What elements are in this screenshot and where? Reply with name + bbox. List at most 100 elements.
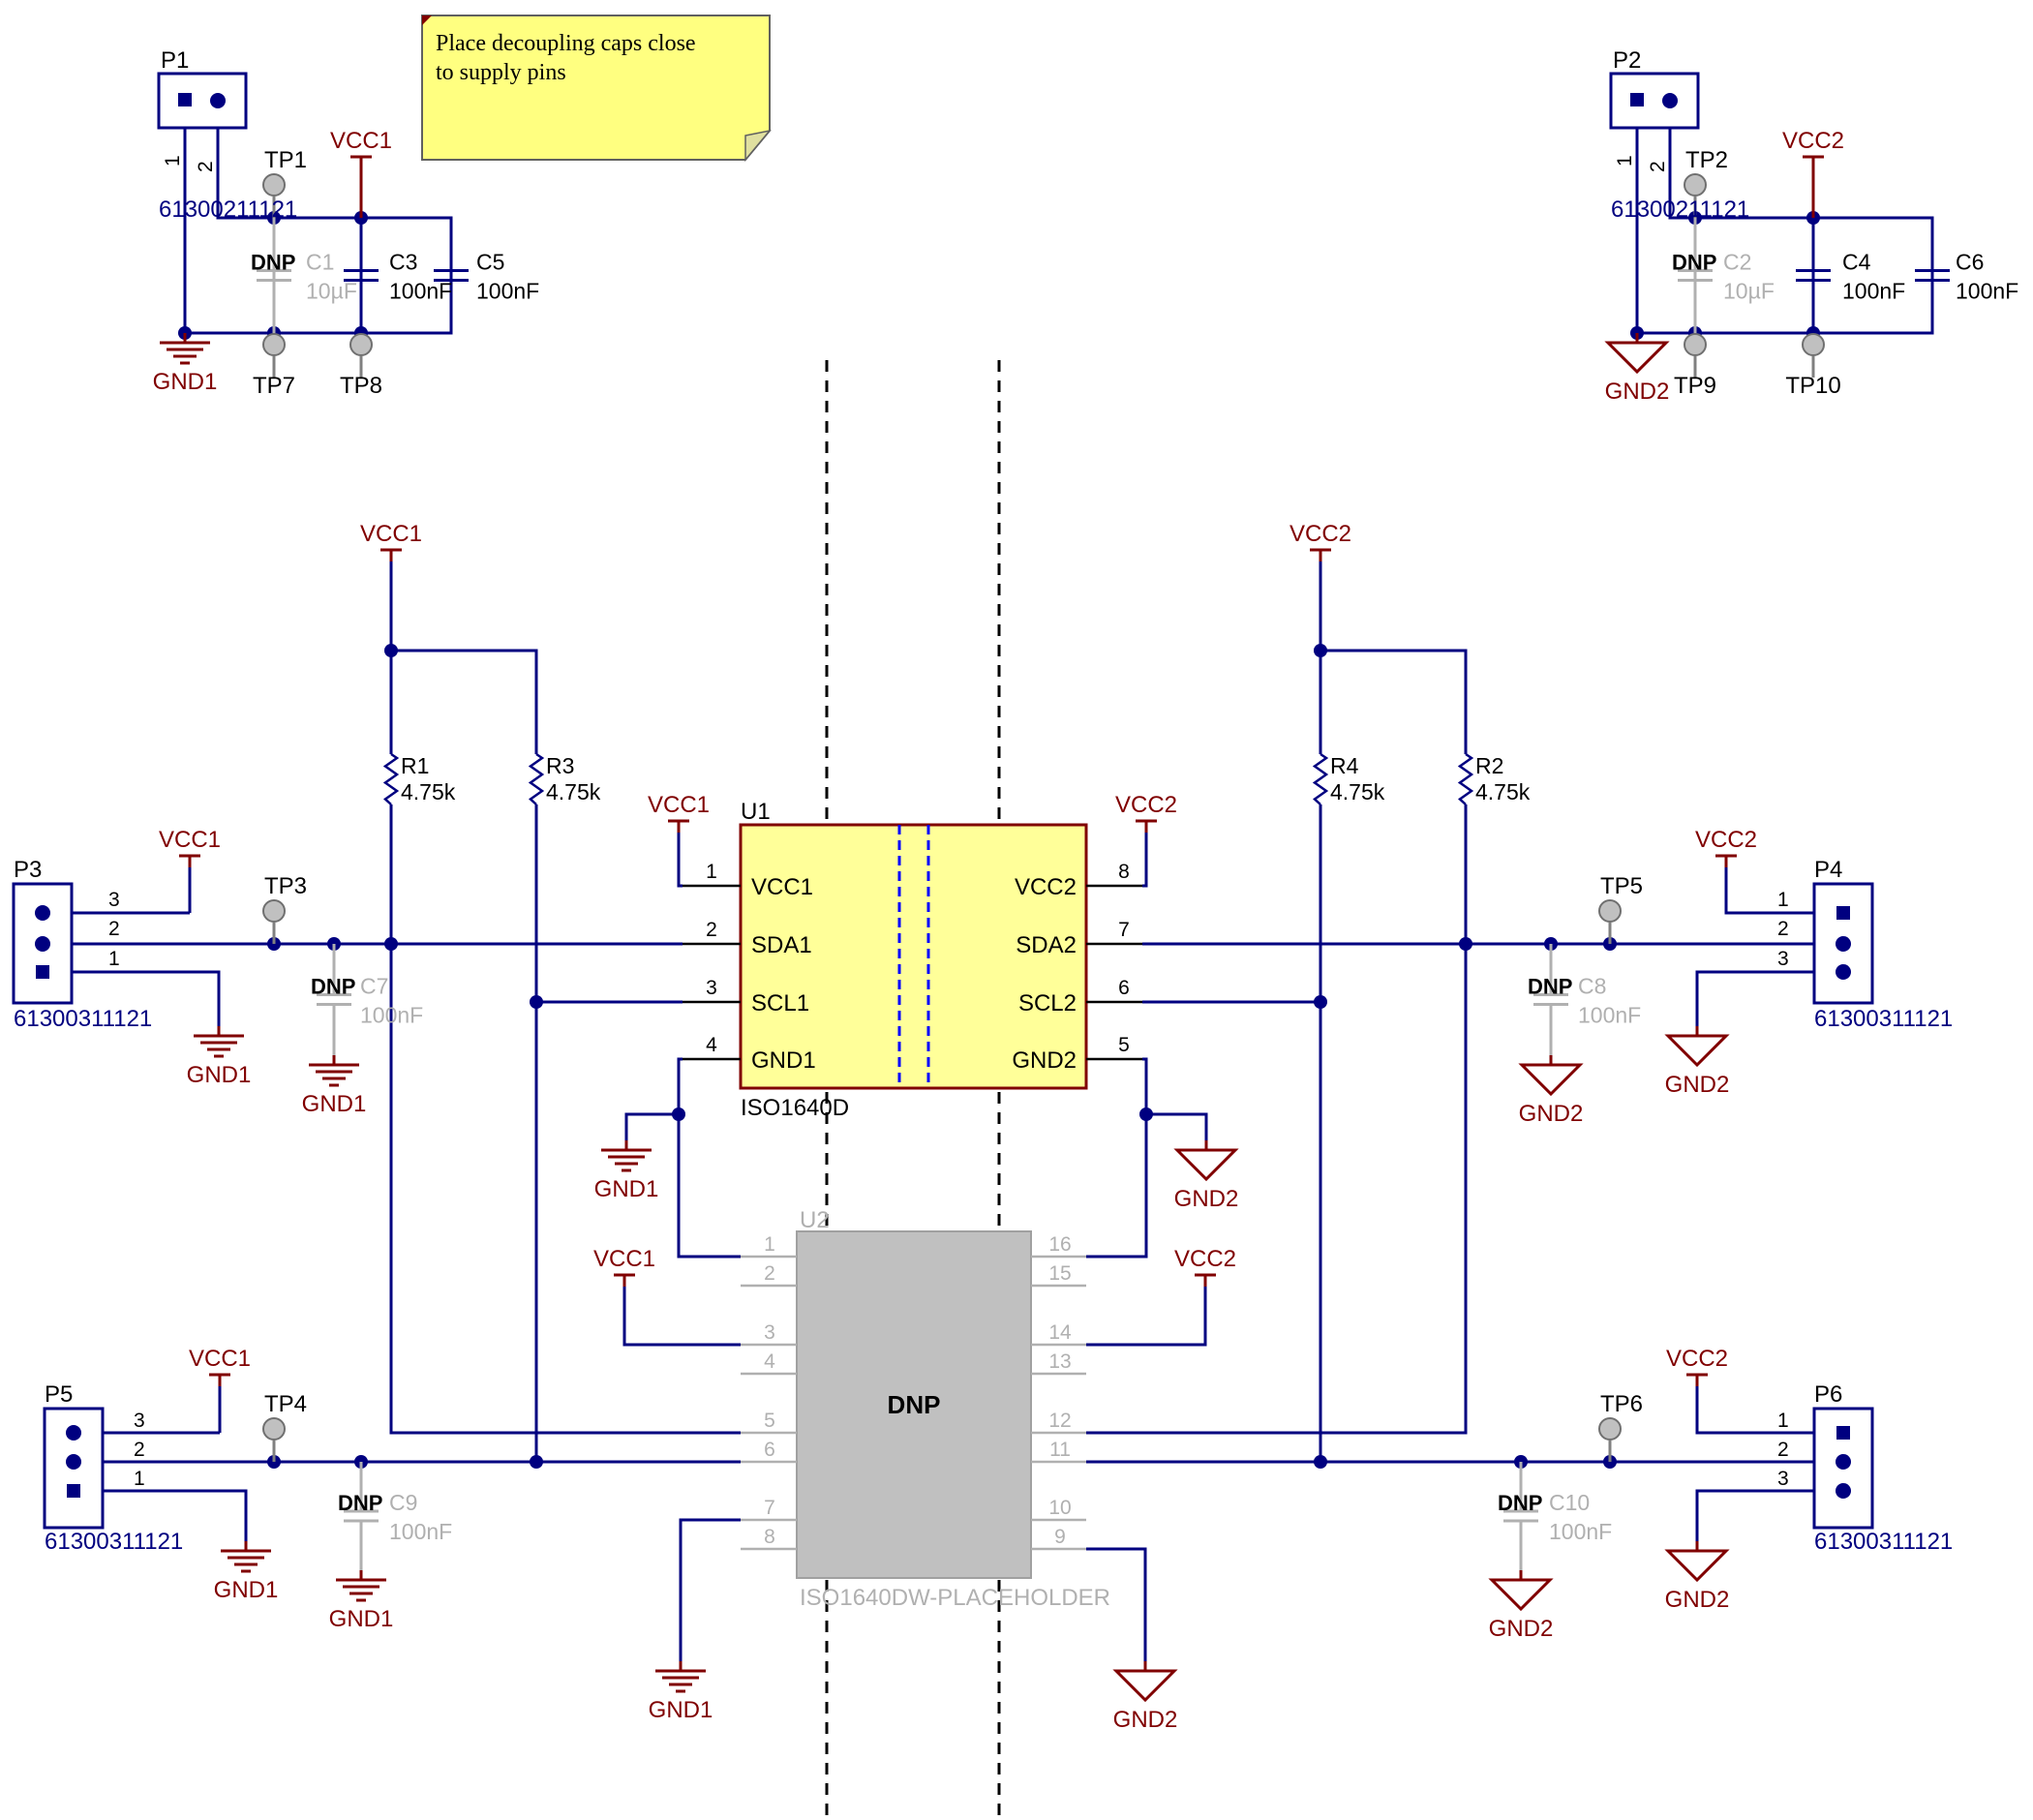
- testpoint-pad: [1684, 173, 1707, 197]
- vcc1-label: VCC1: [189, 1346, 251, 1372]
- c6-value: 100nF: [1956, 279, 2018, 304]
- tp7-label: TP7: [253, 373, 295, 399]
- p4-pin-number: 2: [1777, 918, 1789, 940]
- u2-pin-number: 9: [1054, 1526, 1066, 1548]
- gnd2-triangle: [1173, 1148, 1239, 1182]
- wire: [622, 1287, 741, 1347]
- c7-label: C7: [360, 974, 388, 999]
- junction-dot: [1314, 995, 1327, 1009]
- u2-pin-number: 14: [1048, 1321, 1072, 1344]
- gnd2-label: GND2: [1174, 1186, 1239, 1212]
- vcc2-label: VCC2: [1174, 1246, 1236, 1272]
- p4-label: P4: [1814, 857, 1842, 883]
- vcc1-label: VCC1: [330, 128, 392, 154]
- gnd2-label: GND2: [1519, 1101, 1584, 1127]
- tp4-label: TP4: [264, 1391, 307, 1417]
- u1-pin-number: 1: [706, 861, 717, 883]
- testpoint-pad: [262, 899, 286, 923]
- p1-part: 61300211121: [159, 197, 297, 223]
- u1-pin-name: SCL1: [751, 990, 809, 1016]
- junction-dot: [1459, 937, 1472, 951]
- u2-pin-number: 7: [764, 1497, 775, 1519]
- p3-pin1-pad: [36, 965, 49, 979]
- p3-body: [12, 882, 74, 1005]
- p6-pin-number: 3: [1777, 1468, 1789, 1490]
- u1-pin-name: SCL2: [1018, 990, 1077, 1016]
- note-corner: [422, 15, 432, 25]
- gnd1-label: GND1: [153, 369, 218, 395]
- p2-part: 61300211121: [1611, 197, 1749, 223]
- testpoint-pad: [1598, 899, 1622, 923]
- wire: [1319, 561, 1468, 736]
- p5-pin-number: 1: [134, 1468, 145, 1490]
- r2-label: R2: [1475, 753, 1503, 778]
- c5-value: 100nF: [476, 279, 539, 304]
- dnp-marker: DNP: [311, 975, 355, 999]
- c4-value: 100nF: [1842, 279, 1905, 304]
- r1-label: R1: [401, 753, 429, 778]
- p1-label: P1: [161, 47, 189, 74]
- p3-pin-number: 2: [108, 918, 120, 940]
- junction-dot: [1314, 1455, 1327, 1469]
- u2-pin-number: 1: [764, 1233, 775, 1256]
- u2-pin-number: 11: [1049, 1439, 1071, 1461]
- p3-pin3-pad: [35, 905, 50, 921]
- junction-dot: [672, 1107, 685, 1121]
- p2-pin1-pad: [1630, 93, 1644, 106]
- p1-body: [157, 72, 248, 130]
- p4-pin3-pad: [1836, 964, 1851, 980]
- gnd2-triangle: [1112, 1669, 1178, 1703]
- p2-label: P2: [1613, 47, 1641, 74]
- wire: [624, 1112, 679, 1140]
- junction-dot: [1139, 1107, 1153, 1121]
- p3-label: P3: [14, 857, 42, 883]
- u1-pin-number: 5: [1118, 1034, 1130, 1056]
- wire: [1086, 1547, 1147, 1661]
- vcc2-label: VCC2: [1666, 1346, 1728, 1372]
- labels: Place decoupling caps close to supply pin…: [14, 31, 2018, 1733]
- gnd1-label: GND1: [302, 1091, 367, 1117]
- u1-pin-number: 4: [706, 1034, 717, 1056]
- c5-label: C5: [476, 250, 504, 275]
- gnd1-label: GND1: [187, 1062, 252, 1088]
- note-line2: to supply pins: [436, 60, 566, 85]
- p3-pin2-pad: [35, 936, 50, 952]
- gnd2-label: GND2: [1665, 1072, 1730, 1098]
- wire: [1724, 867, 1843, 915]
- p3-pin-number: 3: [108, 889, 120, 911]
- tp10-label: TP10: [1785, 373, 1840, 399]
- p3-part: 61300311121: [14, 1006, 152, 1032]
- p6-part: 61300311121: [1814, 1529, 1953, 1555]
- u1-pin-number: 8: [1118, 861, 1130, 883]
- tp5-label: TP5: [1600, 873, 1643, 899]
- c1-label: C1: [306, 250, 334, 275]
- wire: [677, 833, 683, 888]
- u2-pin-number: 5: [764, 1410, 775, 1432]
- u1-body: [739, 823, 1088, 1090]
- u2-pin-number: 10: [1048, 1497, 1071, 1519]
- c10-value: 100nF: [1549, 1519, 1612, 1544]
- u1-pin-number: 7: [1118, 919, 1130, 941]
- testpoint-pad: [262, 333, 286, 356]
- wire: [1695, 970, 1843, 1026]
- wire: [1086, 1287, 1207, 1347]
- c2-value: 10µF: [1723, 279, 1775, 304]
- gnd2-triangle: [1664, 1034, 1730, 1068]
- p1-pin1-pad: [178, 93, 192, 106]
- c2-label: C2: [1723, 250, 1751, 275]
- resistor-zigzag: [1457, 752, 1474, 805]
- u1-pin-name: SDA1: [751, 932, 812, 958]
- vcc2-label: VCC2: [1782, 128, 1844, 154]
- tp8-label: TP8: [340, 373, 382, 399]
- p2-pin-number: 2: [1647, 161, 1669, 172]
- c3-value: 100nF: [389, 279, 452, 304]
- note-line1: Place decoupling caps close: [436, 31, 696, 56]
- p6-label: P6: [1814, 1381, 1842, 1408]
- c9-label: C9: [389, 1490, 417, 1515]
- tp1-label: TP1: [264, 147, 307, 173]
- u2-pin-number: 8: [764, 1526, 775, 1548]
- gnd1-label: GND1: [594, 1176, 659, 1202]
- u1-pin-name: GND1: [751, 1047, 816, 1074]
- wire: [74, 1489, 248, 1541]
- c9-value: 100nF: [389, 1519, 452, 1544]
